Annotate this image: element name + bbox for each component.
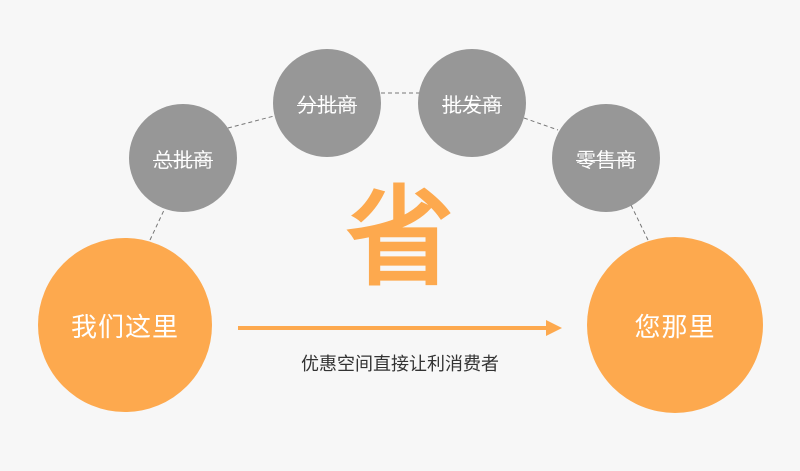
middleman-circle-zongpishang: 总批商 [129, 104, 237, 212]
middleman-circle-lingshoushang: 零售商 [552, 104, 660, 212]
arrow-right-icon [546, 320, 562, 336]
target-circle: 您那里 [587, 237, 763, 413]
connector-pifa-to-lingshou [523, 117, 559, 131]
middleman-label: 零售商 [576, 147, 636, 172]
connector-lingshou-to-target [630, 204, 649, 241]
direct-arrow-line [238, 326, 550, 330]
middleman-circle-fenpishang: 分批商 [273, 49, 381, 157]
save-headline-char: 省 [345, 175, 454, 301]
middleman-label: 分批商 [297, 92, 357, 117]
connector-source-to-zongpi [149, 207, 166, 241]
middleman-label: 总批商 [153, 147, 213, 172]
source-label: 我们这里 [70, 312, 179, 343]
connector-zongpi-to-fenpi [227, 114, 279, 129]
source-circle: 我们这里 [38, 238, 212, 412]
target-label: 您那里 [634, 312, 716, 343]
middleman-circle-pifashang: 批发商 [418, 49, 526, 157]
middleman-label: 批发商 [442, 92, 502, 117]
caption-text: 优惠空间直接让利消费者 [301, 354, 499, 375]
